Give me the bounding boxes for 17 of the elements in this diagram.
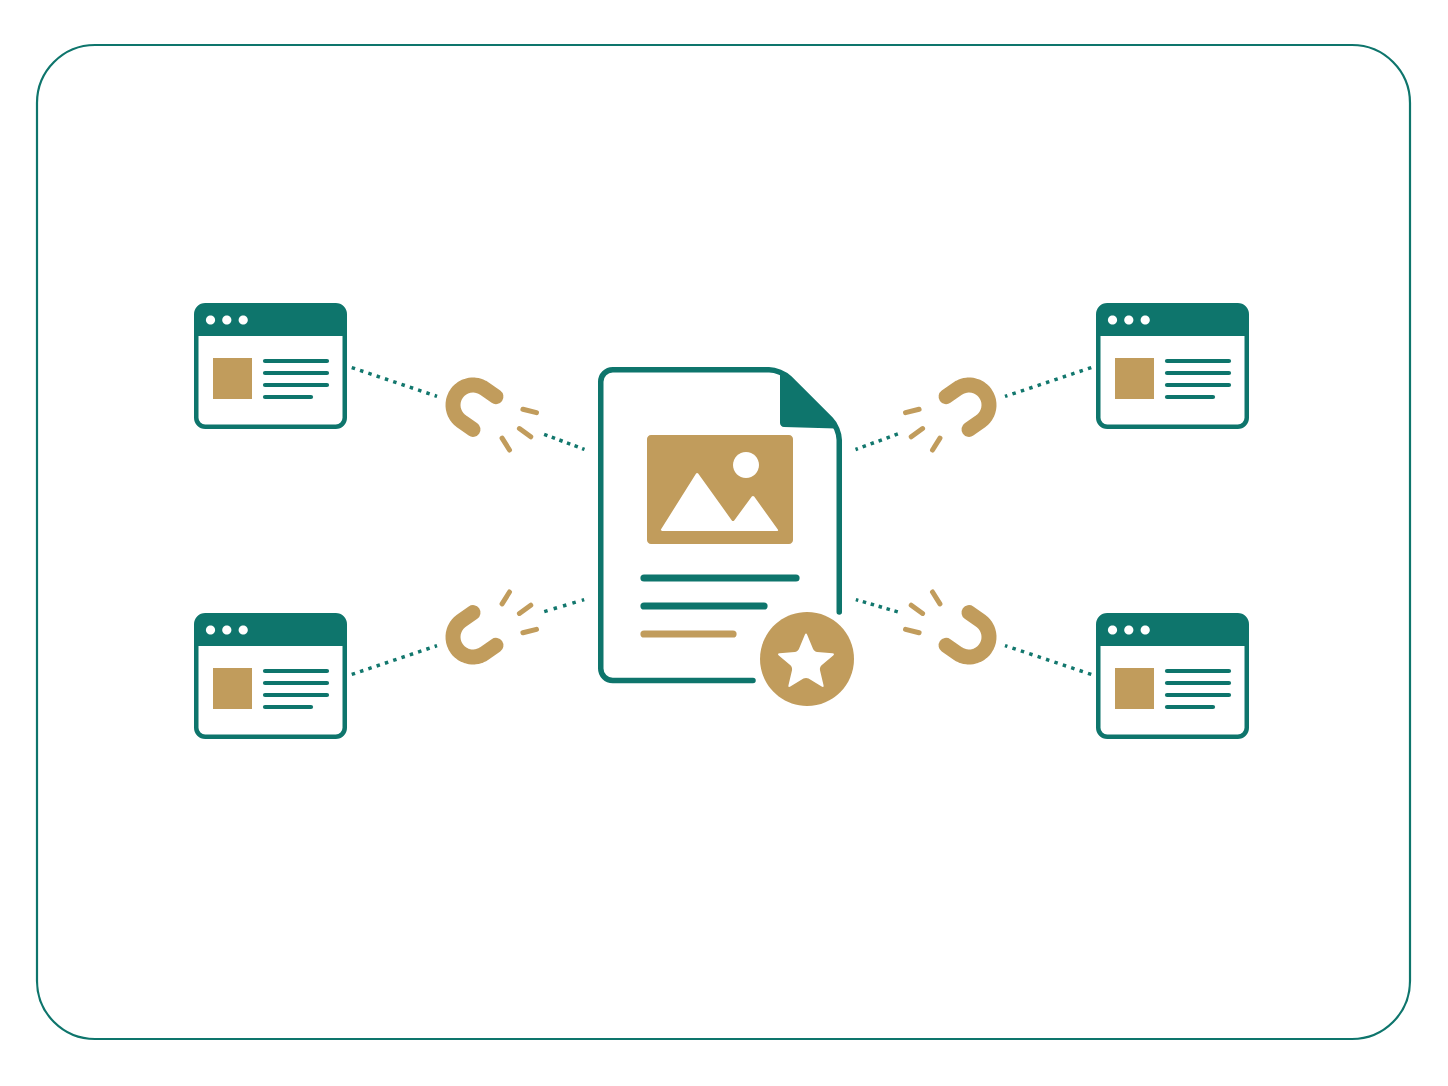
- browser-window-icon: [1096, 613, 1249, 739]
- dotted-line: [1004, 643, 1092, 677]
- dotted-line: [854, 432, 899, 452]
- magnet-icon: [445, 377, 539, 453]
- magnet-icon: [903, 589, 997, 665]
- dotted-line: [351, 365, 438, 398]
- magnet-icon: [903, 377, 997, 453]
- document-icon: [598, 367, 854, 706]
- magnet-icon: [445, 589, 539, 665]
- dotted-line: [351, 644, 438, 677]
- browser-window-icon: [194, 303, 347, 429]
- dotted-line: [543, 432, 586, 452]
- dotted-line: [543, 598, 585, 614]
- browser-window-icon: [1096, 303, 1249, 429]
- dotted-line: [1004, 365, 1092, 399]
- dotted-line: [855, 597, 899, 614]
- browser-window-icon: [194, 613, 347, 739]
